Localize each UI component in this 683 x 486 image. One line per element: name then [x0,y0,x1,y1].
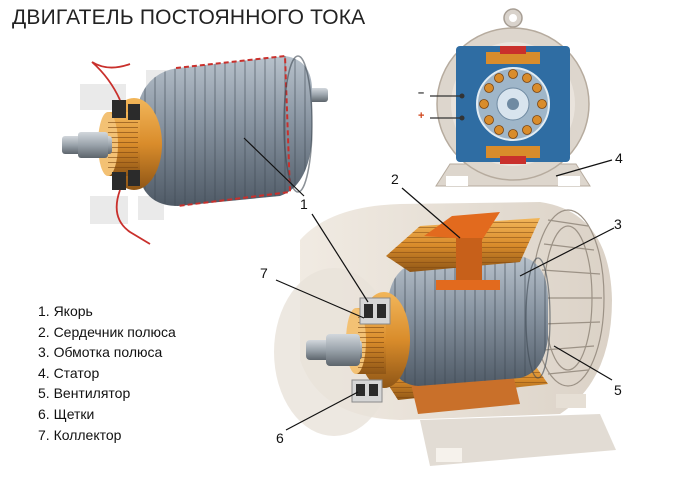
legend-item: 5. Вентилятор [38,385,131,402]
rotor-armature-core [140,54,313,207]
legend-item: 4. Статор [38,364,100,381]
rotor-brush-top [112,100,126,118]
stator-cross-section [430,8,591,187]
callout-2: 2 [391,171,399,187]
legend-item: 3. Обмотка полюса [38,344,163,361]
armature-rotor-illustration [62,54,328,245]
legend-item: 2. Сердечник полюса [38,323,176,340]
motor-brushes [351,297,391,403]
callout-1: 1 [300,196,308,212]
brush-bracket-bottom [90,196,164,224]
callout-6: 6 [276,430,284,446]
rotor-brush-bottom [112,172,126,190]
legend-item: 6. Щетки [38,405,95,422]
minus-terminal-sign: – [418,87,425,99]
plus-terminal-sign: + [418,110,425,122]
rotor-brush-bottom-2 [128,170,140,186]
rotor-brush-top-2 [128,104,140,120]
callout-3: 3 [614,216,622,232]
legend-item: 1. Якорь [38,303,93,319]
rotor-slots [479,69,547,139]
rotor-wire-bottom [115,189,151,245]
rotor-commutator [98,98,162,190]
diagram-title: ДВИГАТЕЛЬ ПОСТОЯННОГО ТОКА [12,6,366,29]
callout-4: 4 [615,150,623,166]
callout-7: 7 [260,265,268,281]
top-pole-core-and-winding [386,212,540,290]
motor-armature [388,256,551,386]
callout-5: 5 [614,382,622,398]
motor-cutaway-illustration [274,202,616,466]
parts-legend: 1. Якорь 2. Сердечник полюса 3. Обмотка … [38,301,176,445]
rotor-wire-top [91,61,131,101]
leader-lines [243,137,615,431]
legend-item: 7. Коллектор [38,426,122,443]
